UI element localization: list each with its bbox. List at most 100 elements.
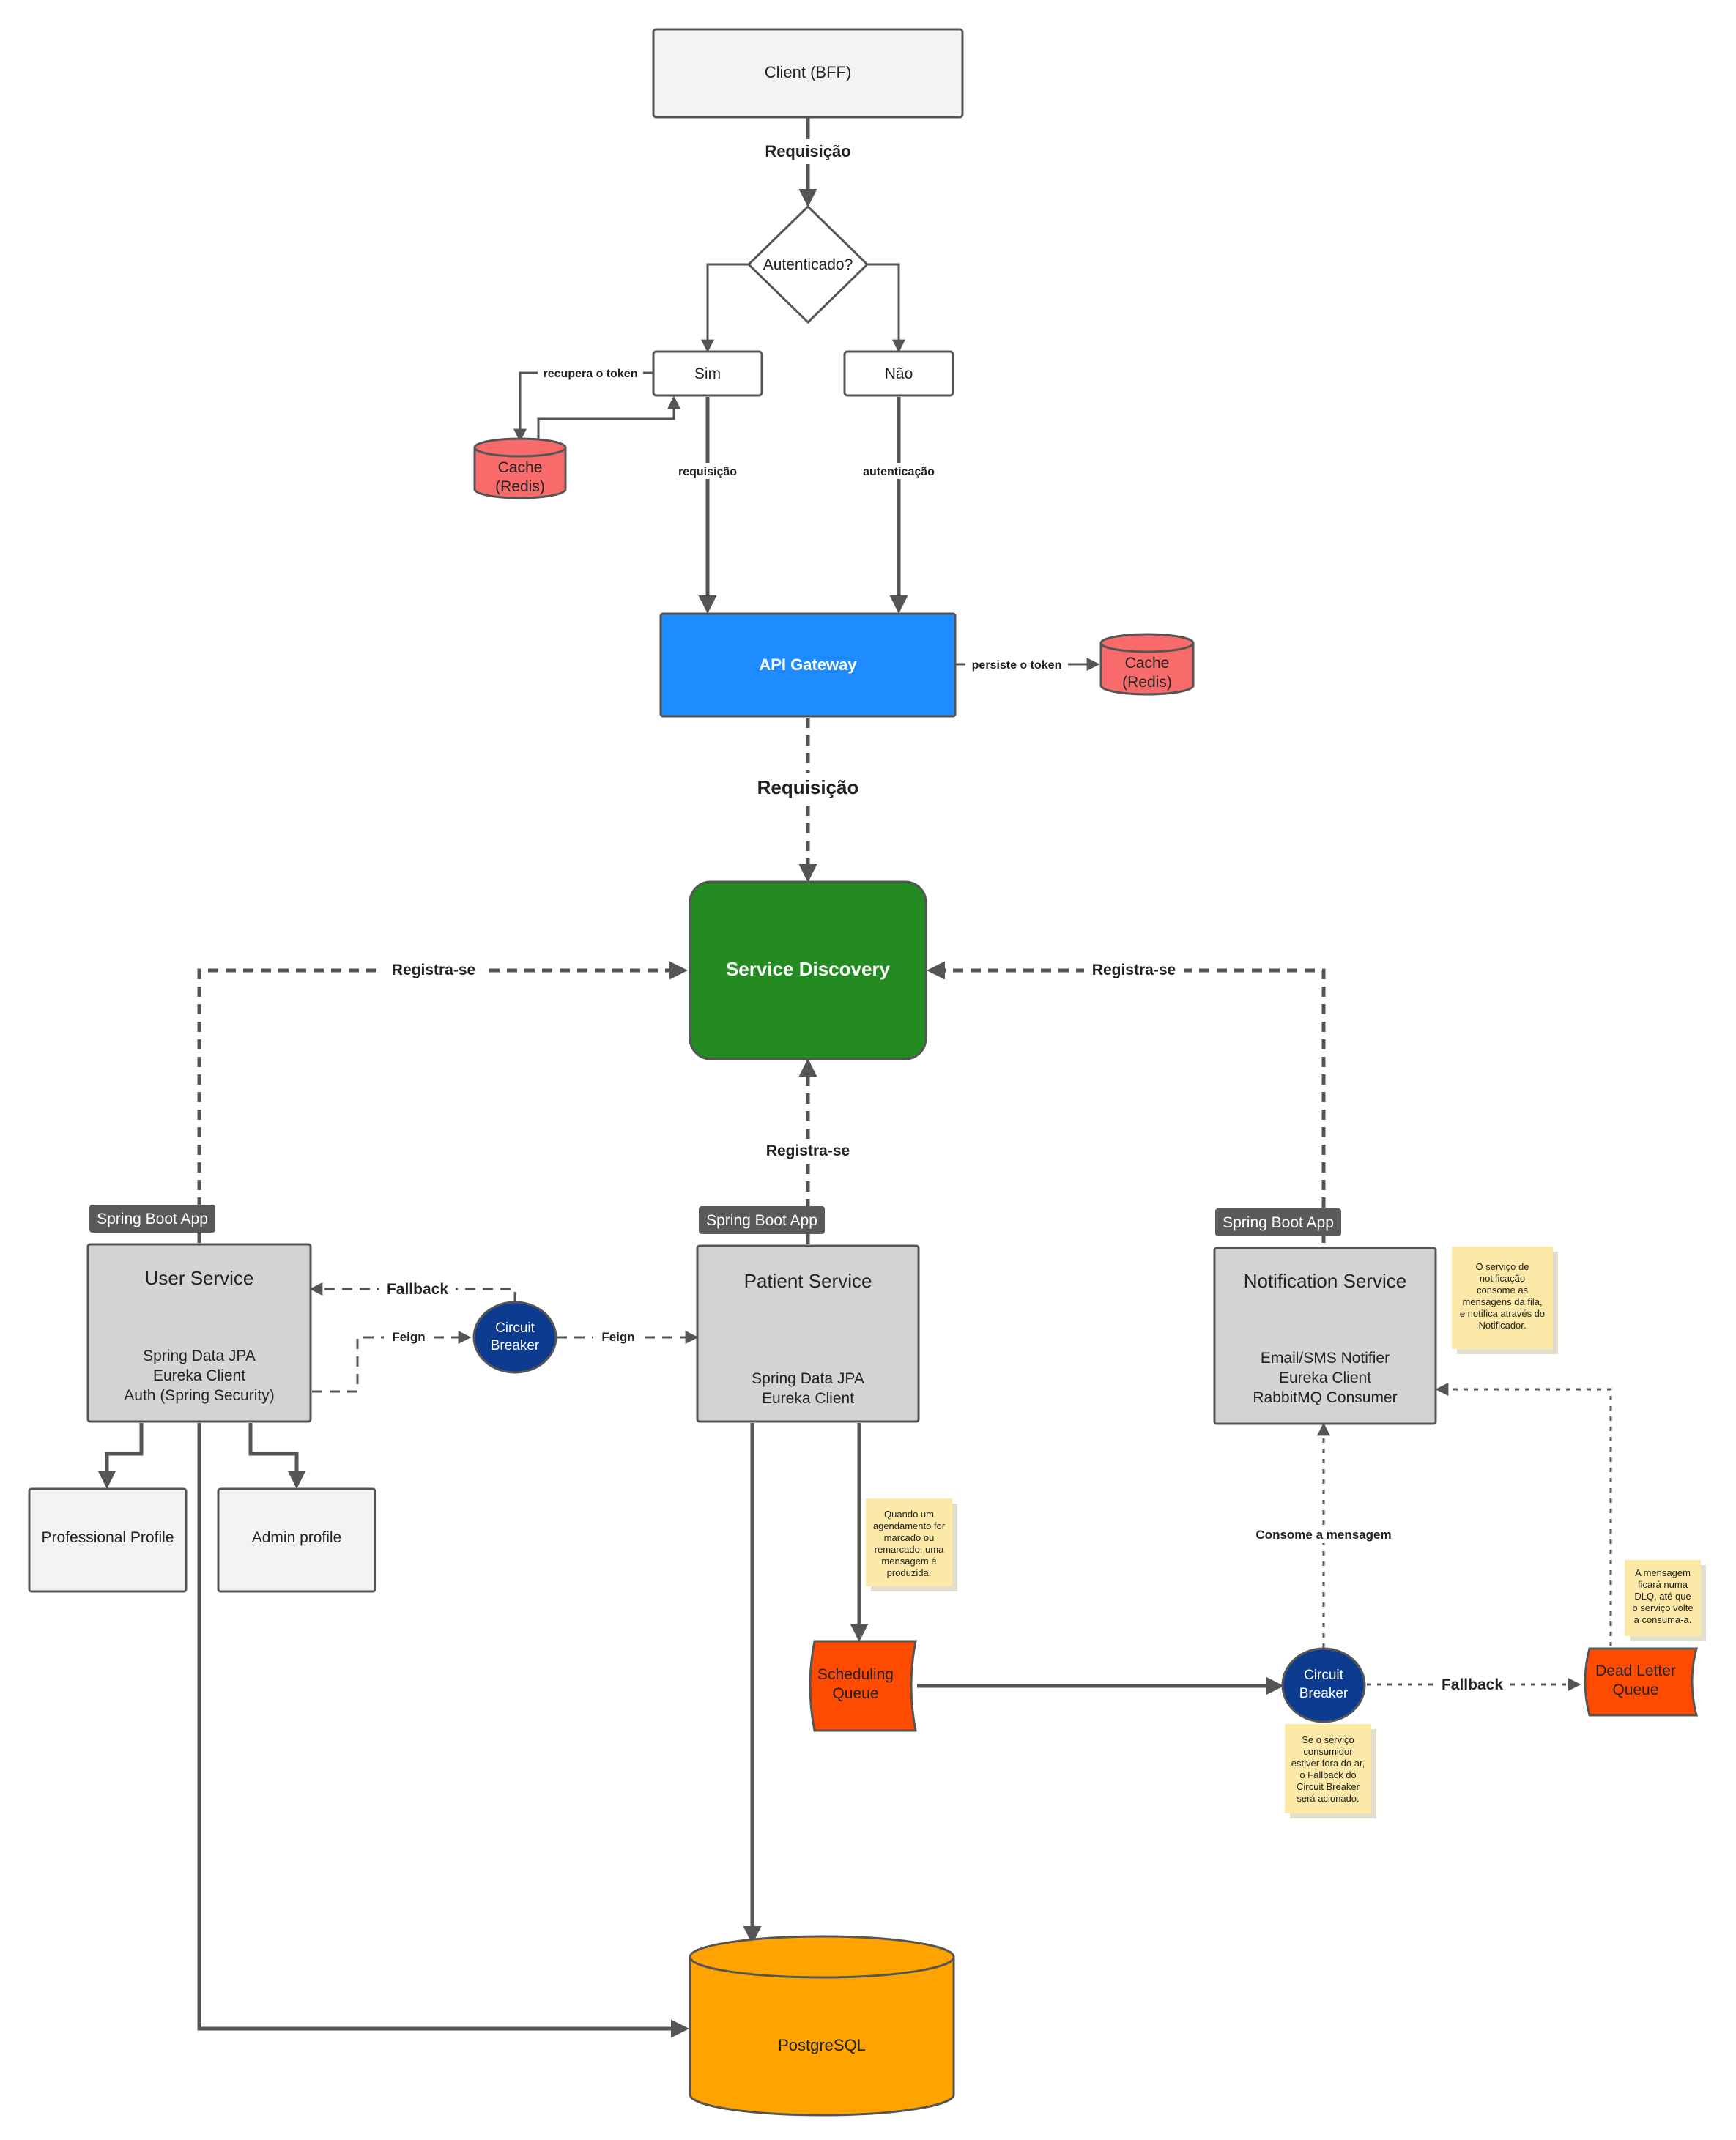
svg-text:Queue: Queue (1612, 1682, 1658, 1698)
sim-node: Sim (652, 350, 763, 397)
svg-text:A mensagem: A mensagem (1635, 1567, 1691, 1578)
edge-user-register (197, 961, 688, 1243)
svg-text:Se o serviço: Se o serviço (1302, 1734, 1354, 1745)
edge-decision-to-sim (701, 263, 749, 353)
sticky-note-notification: O serviço de notificação consome as mens… (1452, 1247, 1558, 1354)
svg-text:Quando um: Quando um (884, 1509, 934, 1520)
api-gateway-node: API Gateway (659, 612, 957, 718)
circuit-breaker-right: Circuit Breaker (1281, 1647, 1366, 1723)
spring-boot-badge (699, 1206, 825, 1234)
spring-boot-badge (89, 1205, 215, 1233)
edge-user-feign-breaker (312, 1331, 472, 1393)
svg-text:consumidor: consumidor (1303, 1746, 1353, 1757)
svg-text:mensagem é: mensagem é (881, 1556, 936, 1567)
notification-service-node: Spring Boot App Notification Service Ema… (1213, 1208, 1437, 1425)
svg-text:a consuma-a.: a consuma-a. (1634, 1614, 1692, 1625)
svg-text:ficará numa: ficará numa (1638, 1579, 1688, 1590)
svg-text:produzida.: produzida. (887, 1567, 932, 1578)
svg-text:estiver fora do ar,: estiver fora do ar, (1291, 1758, 1365, 1769)
svg-text:agendamento for: agendamento for (873, 1520, 946, 1531)
circuit-breaker-left: Circuit Breaker (472, 1301, 557, 1374)
svg-text:User Service: User Service (145, 1267, 254, 1289)
admin-profile-node: Admin profile (217, 1487, 376, 1593)
svg-text:Spring Boot App: Spring Boot App (97, 1211, 208, 1227)
edge-sim-to-cache (513, 371, 653, 442)
user-service-node: Spring Boot App User Service Spring Data… (86, 1205, 312, 1423)
cache-redis-right: Cache (Redis) (1099, 633, 1195, 696)
edge-user-to-professional (97, 1423, 144, 1489)
edge-user-to-admin (248, 1423, 306, 1489)
svg-text:Spring Boot App: Spring Boot App (1223, 1214, 1334, 1231)
svg-text:Circuit: Circuit (1304, 1668, 1344, 1683)
service-discovery-node: Service Discovery (689, 880, 927, 1060)
dead-letter-queue-node: Dead Letter Queue (1584, 1647, 1698, 1717)
svg-text:Notificador.: Notificador. (1478, 1320, 1526, 1331)
svg-text:(Redis): (Redis) (1122, 674, 1172, 691)
edges (97, 117, 1612, 2038)
label-registra-right: Registra-se (1092, 962, 1176, 978)
label-feign-left: Feign (392, 1330, 425, 1344)
svg-text:Spring Data JPA: Spring Data JPA (752, 1370, 864, 1387)
svg-text:Autenticado?: Autenticado? (763, 256, 853, 273)
label-fallback-dlq: Fallback (1442, 1676, 1503, 1693)
label-requisicao-top: Requisição (765, 142, 850, 160)
label-requisicao-small: requisição (678, 466, 737, 478)
svg-text:Patient Service: Patient Service (744, 1270, 872, 1292)
edge-cache-to-sim (537, 395, 680, 442)
svg-text:RabbitMQ Consumer: RabbitMQ Consumer (1253, 1389, 1397, 1406)
svg-text:o Fallback do: o Fallback do (1299, 1769, 1356, 1780)
label-requisicao-mid: Requisição (757, 776, 859, 798)
svg-text:Email/SMS Notifier: Email/SMS Notifier (1261, 1350, 1390, 1367)
sticky-note-dlq: A mensagem ficará numa DLQ, até que o se… (1625, 1560, 1706, 1641)
svg-text:O serviço de: O serviço de (1476, 1261, 1529, 1272)
svg-text:consome as: consome as (1477, 1285, 1529, 1296)
svg-text:mensagens da fila,: mensagens da fila, (1462, 1296, 1542, 1307)
svg-text:Professional Profile: Professional Profile (42, 1529, 174, 1546)
svg-text:notificação: notificação (1480, 1273, 1525, 1284)
edge-dlq-to-notification (1435, 1383, 1612, 1646)
edge-labels: Requisição recupera o token requisição a… (379, 139, 1510, 1695)
svg-text:marcado ou: marcado ou (884, 1532, 935, 1543)
svg-text:Queue: Queue (832, 1685, 878, 1702)
svg-text:Spring Boot App: Spring Boot App (706, 1212, 817, 1229)
svg-text:DLQ, até que: DLQ, até que (1634, 1591, 1691, 1602)
svg-text:Sim: Sim (694, 365, 721, 382)
svg-text:será acionado.: será acionado. (1297, 1793, 1359, 1804)
svg-text:Não: Não (885, 365, 913, 382)
svg-text:(Redis): (Redis) (495, 478, 545, 495)
svg-text:Circuit Breaker: Circuit Breaker (1297, 1781, 1360, 1792)
svg-text:Client (BFF): Client (BFF) (765, 63, 852, 81)
professional-profile-node: Professional Profile (28, 1487, 188, 1593)
label-registra-center: Registra-se (766, 1143, 850, 1159)
svg-text:Eureka Client: Eureka Client (153, 1367, 245, 1384)
label-autenticacao: autenticação (863, 466, 935, 478)
svg-text:Cache: Cache (1125, 655, 1170, 672)
edge-notification-register (927, 961, 1326, 1243)
svg-text:remarcado, uma: remarcado, uma (875, 1544, 944, 1555)
label-consome: Consome a mensagem (1255, 1528, 1391, 1542)
cache-redis-left: Cache (Redis) (473, 437, 567, 499)
svg-text:Auth (Spring Security): Auth (Spring Security) (124, 1387, 274, 1404)
svg-text:Circuit: Circuit (495, 1320, 535, 1336)
svg-text:Spring Data JPA: Spring Data JPA (143, 1348, 256, 1364)
svg-text:Dead Letter: Dead Letter (1595, 1662, 1676, 1679)
label-feign-right: Feign (601, 1330, 634, 1344)
svg-text:Admin profile: Admin profile (252, 1529, 342, 1546)
svg-text:Eureka Client: Eureka Client (1279, 1370, 1371, 1386)
svg-text:Breaker: Breaker (491, 1338, 540, 1353)
label-recupera-token: recupera o token (544, 368, 638, 380)
edge-decision-to-nao (867, 263, 905, 353)
svg-text:Eureka Client: Eureka Client (762, 1390, 854, 1407)
svg-text:Breaker: Breaker (1299, 1686, 1349, 1701)
sticky-note-scheduling: Quando um agendamento for marcado ou rem… (866, 1498, 957, 1591)
label-persiste-token: persiste o token (972, 659, 1062, 672)
label-fallback-user: Fallback (387, 1281, 448, 1298)
scheduling-queue-node: Scheduling Queue (809, 1640, 917, 1732)
svg-text:PostgreSQL: PostgreSQL (778, 2036, 866, 2054)
spring-boot-badge (1215, 1208, 1341, 1236)
authenticated-decision: Autenticado? (746, 204, 869, 324)
sticky-note-circuit: Se o serviço consumidor estiver fora do … (1285, 1724, 1376, 1818)
edge-user-to-postgres (197, 1423, 689, 2038)
svg-text:o serviço volte: o serviço volte (1632, 1602, 1693, 1613)
